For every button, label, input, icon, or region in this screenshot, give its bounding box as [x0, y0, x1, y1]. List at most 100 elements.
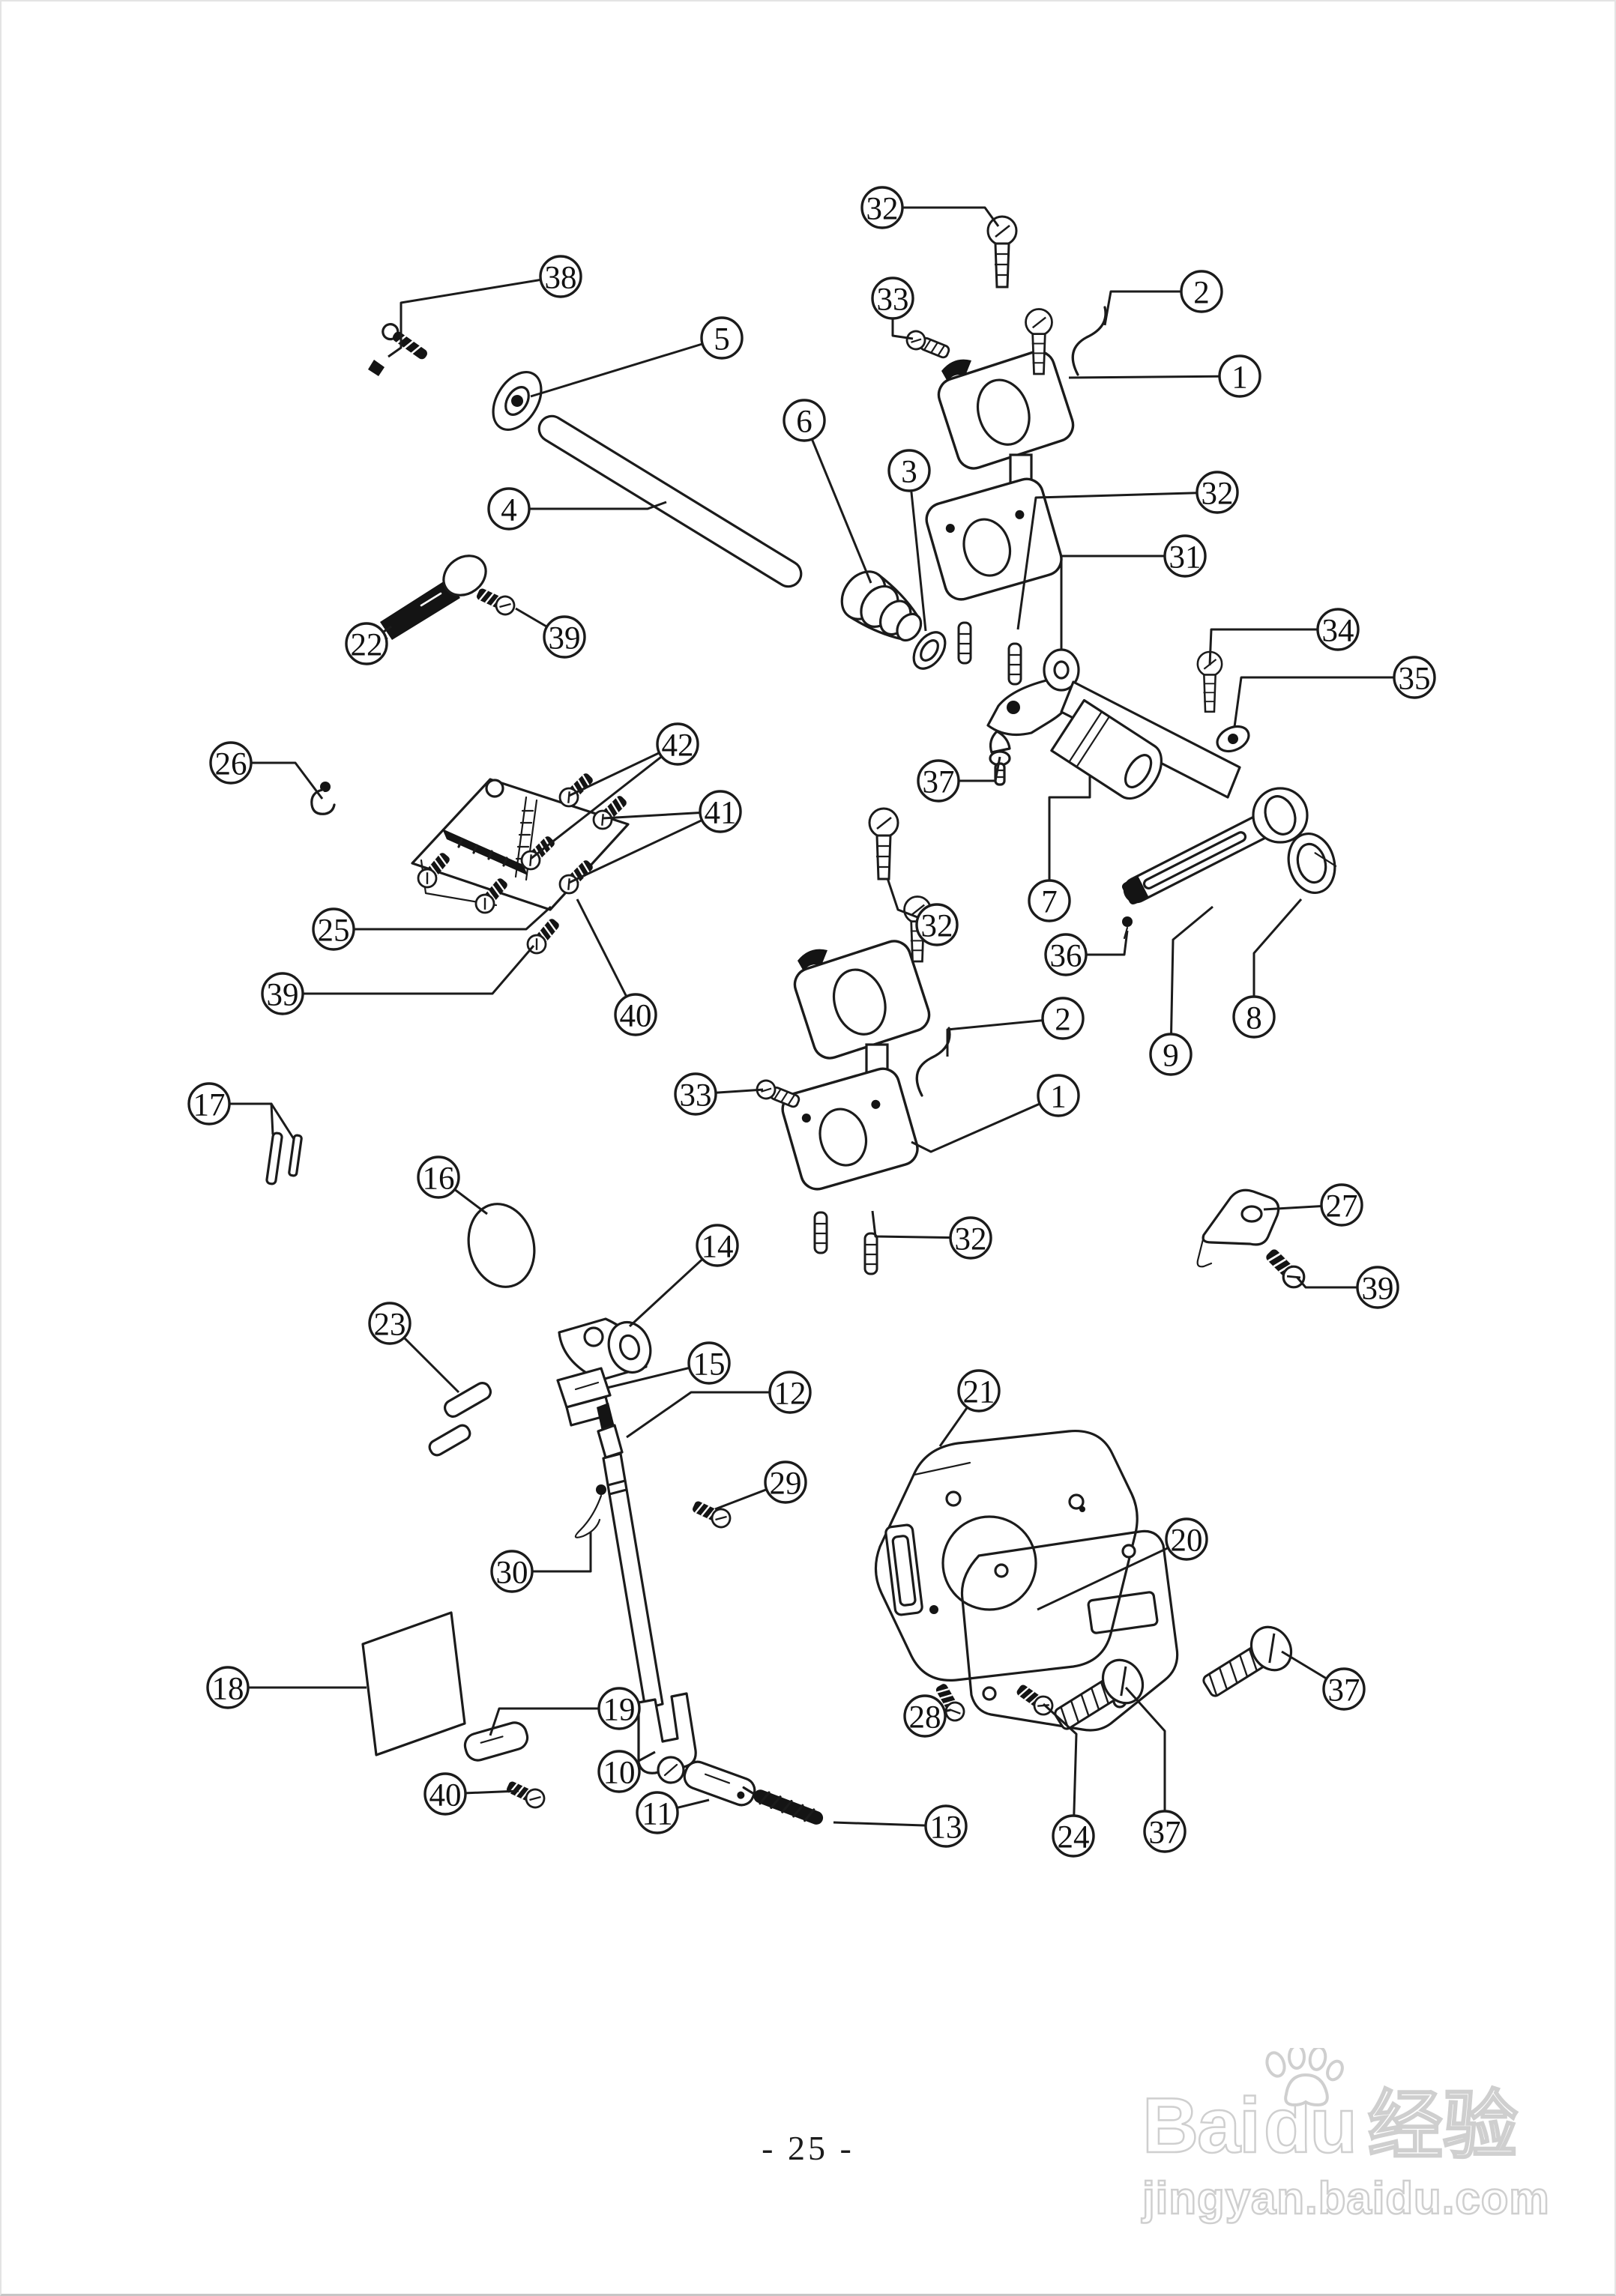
part-feed-bar-12 — [597, 1403, 664, 1710]
callout-number: 18 — [212, 1672, 244, 1707]
callout-balloon — [1028, 879, 1071, 922]
part-link-11 — [683, 1760, 756, 1807]
part-pins-17 — [265, 1132, 303, 1185]
part-clip-38b — [368, 360, 385, 376]
part-rod-4 — [537, 414, 803, 588]
leader-line — [1233, 676, 1414, 728]
leader-line — [911, 1094, 1059, 1153]
callout-number: 23 — [374, 1308, 406, 1343]
part-roller-14 — [556, 1317, 652, 1427]
callout-balloon — [1037, 1074, 1080, 1117]
part-slide-19 — [463, 1721, 529, 1762]
part-screw-40b — [503, 1776, 549, 1812]
callout-number: 15 — [693, 1347, 726, 1383]
callout-number: 16 — [423, 1161, 455, 1197]
callout-number: 7 — [1041, 885, 1058, 920]
callout-balloon — [614, 993, 657, 1036]
callout-number: 1 — [1050, 1080, 1067, 1115]
part-screw-39c — [1261, 1244, 1310, 1293]
leader-line — [1295, 1276, 1378, 1289]
callout-number: 9 — [1163, 1039, 1179, 1074]
leader-lines — [209, 206, 1414, 1837]
callout-balloon — [490, 1550, 534, 1593]
callout-number: 12 — [774, 1377, 807, 1412]
callout-number: 25 — [318, 913, 350, 949]
leader-line — [509, 501, 667, 510]
callout-number: 37 — [923, 765, 955, 800]
leader-line — [1208, 628, 1338, 666]
callout-balloon — [887, 449, 931, 492]
leader-line — [1124, 1686, 1166, 1831]
part-washer-3 — [912, 631, 947, 670]
leader-line — [1169, 905, 1213, 1055]
leader-line — [626, 1391, 790, 1439]
callout-number: 32 — [955, 1222, 987, 1257]
part-clamp-assembly-top — [902, 215, 1107, 684]
callout-balloon — [1316, 608, 1360, 651]
callout-number: 14 — [702, 1230, 734, 1265]
leader-line — [530, 336, 723, 398]
callout-balloon — [312, 907, 355, 951]
callout-balloon — [206, 1666, 250, 1709]
callout-balloon — [1232, 995, 1276, 1039]
leader-line — [882, 206, 1000, 227]
callout-balloon — [1196, 471, 1239, 514]
leader-line — [334, 905, 552, 931]
callout-balloon — [949, 1216, 992, 1260]
callout-balloon — [1163, 534, 1207, 578]
callout-number: 40 — [620, 999, 652, 1034]
callout-number: 31 — [1169, 540, 1202, 575]
callout-balloon — [699, 790, 742, 833]
part-clamp-assembly-mid — [753, 807, 951, 1274]
callout-number: 34 — [1322, 614, 1354, 649]
leader-line — [946, 1017, 1064, 1057]
callout-number: 28 — [909, 1700, 941, 1735]
part-rollers-23 — [428, 1382, 492, 1457]
callout-number: 2 — [1055, 1003, 1071, 1038]
leader-line — [576, 898, 637, 1015]
leader-line — [530, 743, 678, 860]
callout-balloon — [860, 186, 904, 229]
callout-balloon — [768, 1371, 812, 1414]
callout-number: 17 — [193, 1088, 226, 1123]
callout-number: 40 — [429, 1778, 462, 1813]
callout-number: 3 — [901, 455, 917, 490]
part-clip-26 — [310, 782, 336, 815]
callout-balloon — [487, 487, 531, 531]
callout-balloon — [417, 1155, 460, 1199]
leader-line — [1016, 491, 1218, 630]
callout-balloon — [1052, 1814, 1095, 1858]
callout-balloon — [1180, 270, 1223, 313]
callout-balloon — [1356, 1266, 1399, 1309]
callout-number: 29 — [770, 1466, 802, 1502]
callout-number: 20 — [1171, 1523, 1203, 1559]
callout-number: 27 — [1326, 1189, 1358, 1224]
part-screw-29 — [689, 1496, 735, 1532]
callout-balloon — [764, 1460, 807, 1504]
callout-balloon — [700, 316, 744, 360]
callout-number: 37 — [1328, 1673, 1360, 1709]
callout-balloon — [687, 1341, 731, 1385]
part-coil-16 — [467, 1203, 536, 1288]
part-pin-36 — [1122, 916, 1133, 940]
callout-balloon — [674, 1072, 717, 1116]
callout-balloon — [1041, 997, 1085, 1040]
part-spring-hook-2b — [915, 1027, 951, 1097]
callout-number: 6 — [796, 405, 812, 440]
callout-number: 2 — [1193, 276, 1210, 311]
callout-number: 19 — [603, 1693, 636, 1728]
part-wire-30 — [574, 1484, 606, 1538]
callout-number: 32 — [921, 909, 953, 944]
callout-balloon — [783, 399, 826, 442]
callout-number: 1 — [1231, 360, 1248, 396]
callout-balloon — [368, 1302, 411, 1345]
callout-balloon — [1149, 1033, 1193, 1076]
callout-balloon — [696, 1224, 739, 1267]
callout-balloon — [423, 1772, 467, 1816]
part-ring-8 — [1287, 832, 1337, 895]
part-washer-35 — [1216, 725, 1250, 753]
callout-balloon — [917, 759, 960, 803]
callout-balloon — [543, 615, 586, 659]
leader-line — [1103, 290, 1202, 326]
